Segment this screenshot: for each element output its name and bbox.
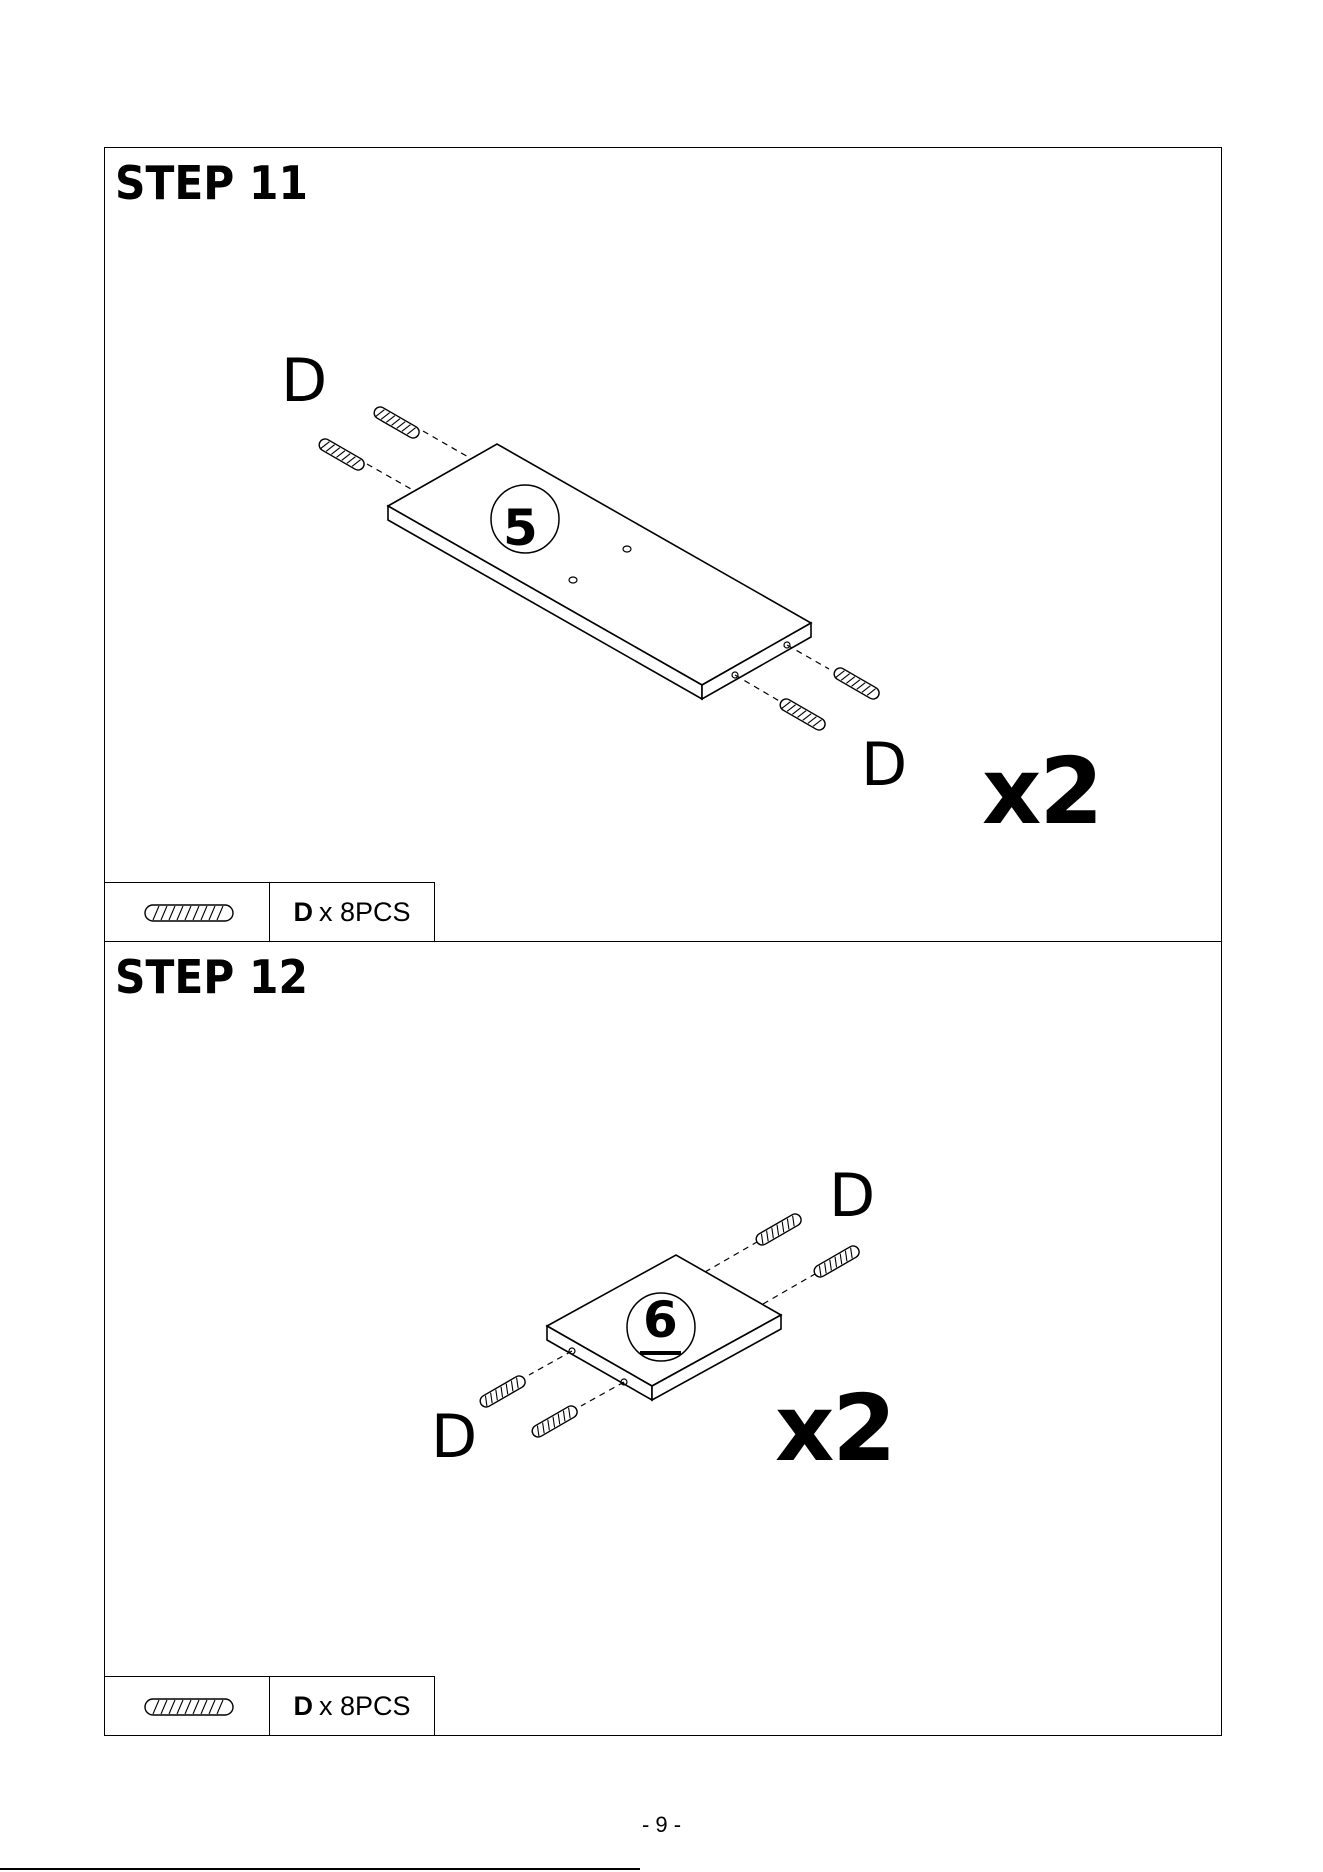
dowel-icon <box>778 697 827 732</box>
part-qty: x 8PCS <box>319 1691 411 1722</box>
dowel-icon <box>754 1212 803 1247</box>
dowel-icon <box>478 1374 527 1409</box>
dowel-icon <box>530 1404 579 1439</box>
page-number: - 9 - <box>0 1812 1323 1838</box>
dowel-icon <box>105 1677 270 1736</box>
dowel-icon <box>832 666 881 701</box>
dowel-letter-label: D <box>281 351 327 411</box>
dowel-letter-label: D <box>829 1166 875 1226</box>
dowel-icon <box>372 405 421 440</box>
part-qty: x 8PCS <box>319 897 411 928</box>
parts-quantity: D x 8PCS <box>270 882 435 941</box>
shelf-board-5 <box>388 444 811 699</box>
part-number-label: 5 <box>503 503 538 553</box>
part-number-label: 6 <box>643 1295 678 1345</box>
parts-quantity: D x 8PCS <box>270 1676 435 1735</box>
quantity-multiplier: x2 <box>982 746 1101 838</box>
bottom-rule <box>0 1868 640 1870</box>
dowel-icon <box>105 883 270 942</box>
parts-cell-icon <box>105 1676 270 1735</box>
part-code: D <box>293 897 313 928</box>
parts-cell-icon <box>105 882 270 941</box>
dowel-icon <box>812 1244 861 1279</box>
dowel-letter-label: D <box>861 735 907 795</box>
part-code: D <box>293 1691 313 1722</box>
quantity-multiplier: x2 <box>775 1383 894 1475</box>
dowel-icon <box>317 437 366 472</box>
parts-list: D x 8PCS <box>105 882 435 941</box>
dowel-letter-label: D <box>431 1407 477 1467</box>
step-11-panel: STEP 11 <box>104 147 1222 942</box>
step-12-panel: STEP 12 <box>104 941 1222 1736</box>
parts-list: D x 8PCS <box>105 1676 435 1735</box>
